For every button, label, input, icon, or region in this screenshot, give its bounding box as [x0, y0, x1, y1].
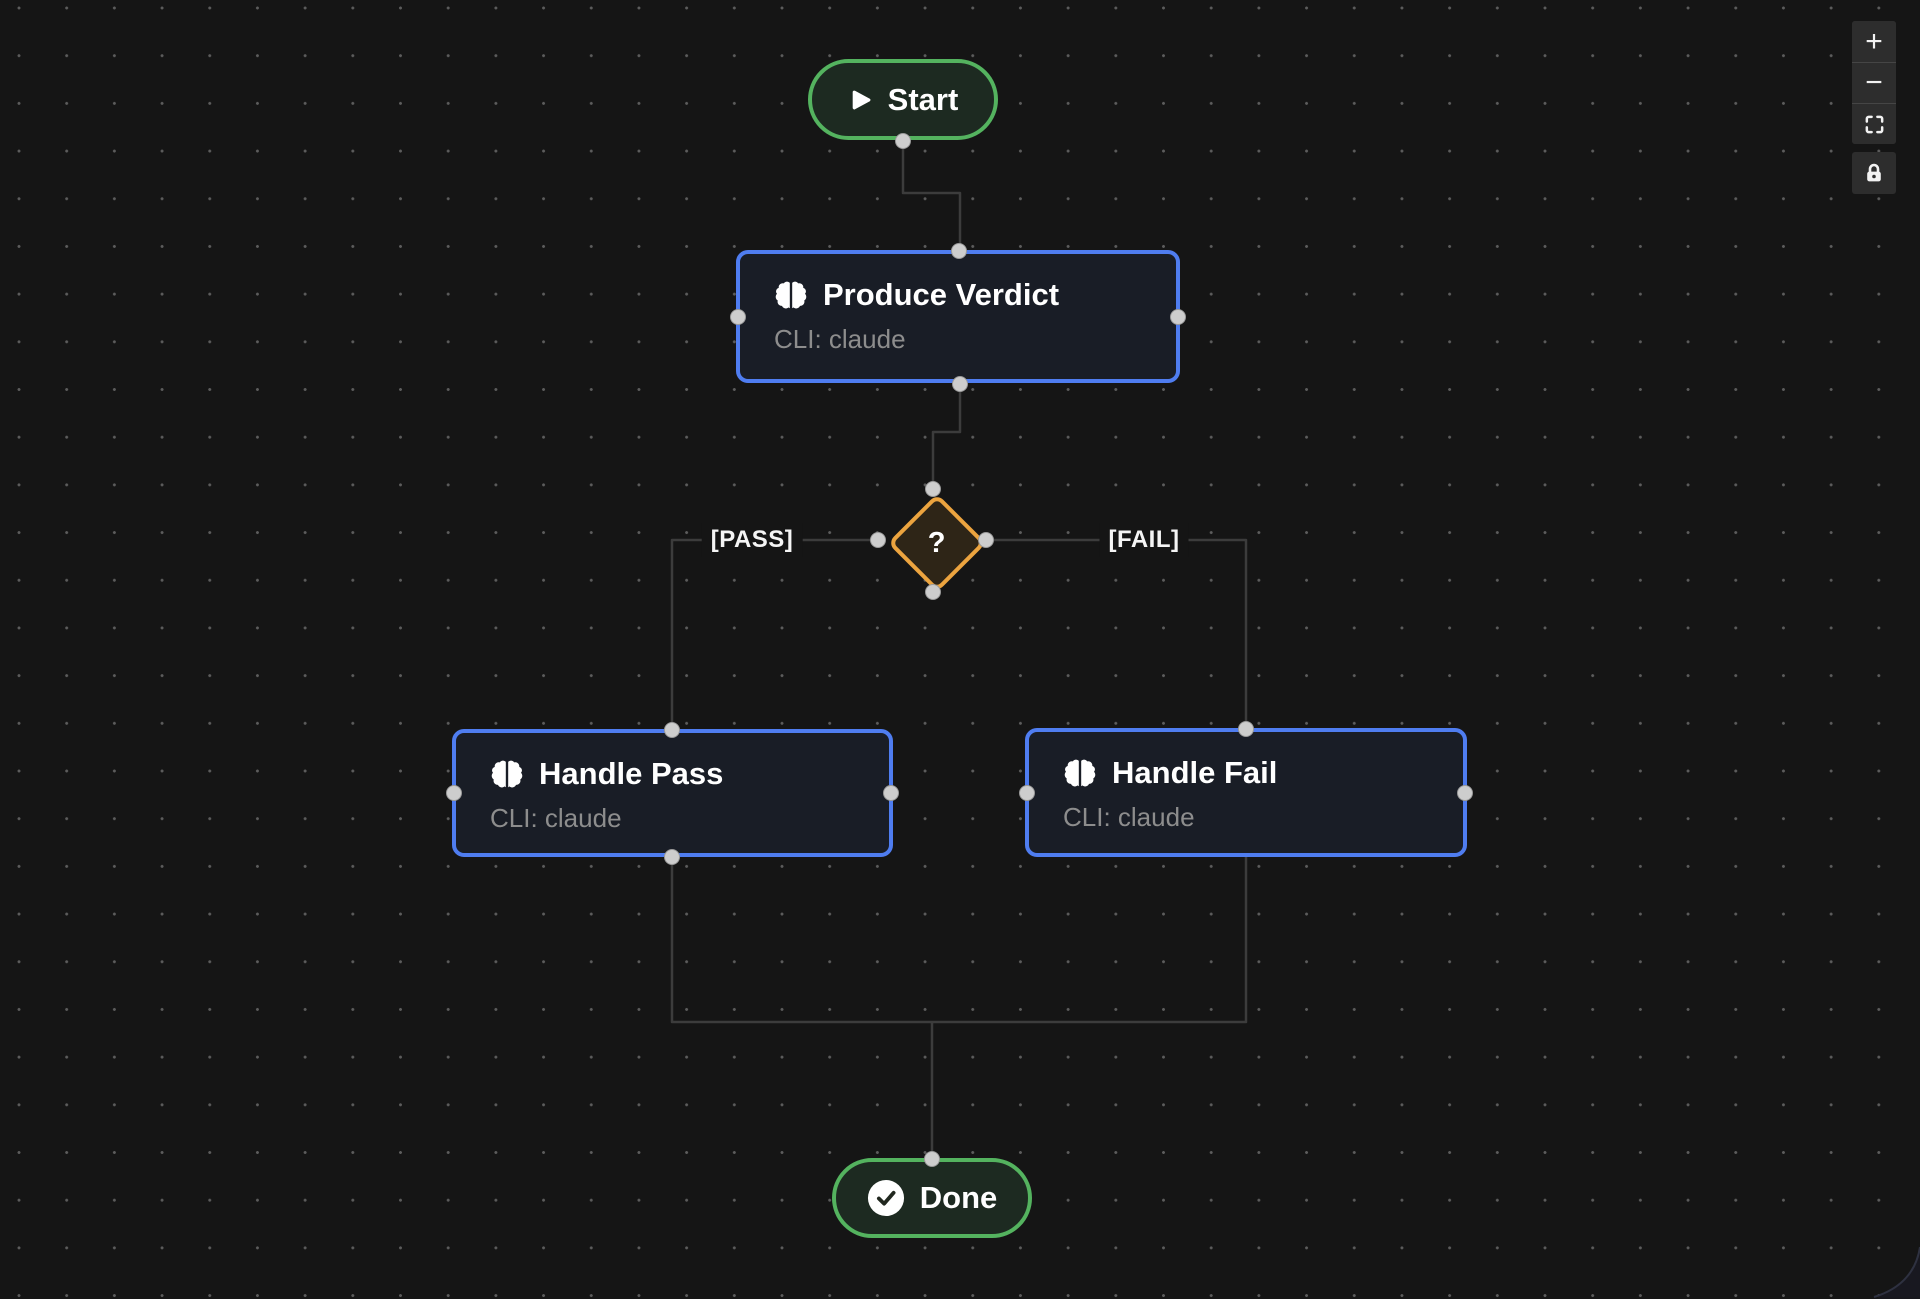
canvas-corner-decoration — [1873, 1246, 1920, 1298]
node-handle-fail-subtitle: CLI: claude — [1063, 802, 1195, 832]
brain-icon — [1063, 758, 1097, 789]
handle-produce-verdict-top[interactable] — [951, 243, 967, 259]
edge-decision-to-handle-fail[interactable] — [986, 538, 1248, 729]
handle-decision-left[interactable] — [870, 532, 886, 548]
edge-start-to-produce-verdict[interactable] — [901, 140, 962, 252]
node-start[interactable]: Start — [808, 59, 998, 140]
handle-decision-top[interactable] — [925, 481, 941, 497]
node-produce-verdict-subtitle: CLI: claude — [774, 324, 906, 354]
handle-handle-pass-top[interactable] — [664, 722, 680, 738]
handle-produce-verdict-bottom[interactable] — [952, 376, 968, 392]
node-produce-verdict-title: Produce Verdict — [823, 277, 1060, 312]
handle-done-top[interactable] — [924, 1151, 940, 1167]
edge-label-pass[interactable]: [PASS] — [701, 523, 803, 557]
node-produce-verdict[interactable]: Produce Verdict CLI: claude — [736, 250, 1180, 383]
node-handle-pass-subtitle: CLI: claude — [490, 803, 622, 833]
edge-handlers-merge[interactable] — [670, 857, 1248, 1024]
play-icon — [848, 87, 873, 113]
edge-label-fail[interactable]: [FAIL] — [1099, 523, 1189, 557]
brain-icon — [490, 759, 524, 790]
handle-produce-verdict-right[interactable] — [1170, 309, 1186, 325]
zoom-out-button[interactable]: − — [1852, 62, 1896, 103]
zoom-in-button[interactable]: + — [1852, 21, 1896, 62]
node-handle-pass[interactable]: Handle Pass CLI: claude — [452, 729, 893, 857]
node-done-label: Done — [919, 1180, 998, 1215]
minus-icon: − — [1865, 66, 1883, 99]
check-icon — [867, 1179, 905, 1217]
handle-decision-right[interactable] — [978, 532, 994, 548]
lock-button[interactable] — [1852, 152, 1896, 194]
handle-handle-pass-bottom[interactable] — [664, 849, 680, 865]
edge-produce-verdict-to-decision[interactable] — [931, 383, 962, 489]
node-decision-label: ? — [928, 526, 946, 559]
handle-produce-verdict-left[interactable] — [730, 309, 746, 325]
fit-view-icon — [1863, 113, 1886, 136]
fit-view-button[interactable] — [1852, 103, 1896, 144]
node-decision[interactable]: ? — [887, 493, 987, 593]
node-handle-fail[interactable]: Handle Fail CLI: claude — [1025, 728, 1467, 857]
brain-icon — [774, 280, 808, 311]
node-start-label: Start — [887, 81, 959, 117]
plus-icon: + — [1865, 24, 1883, 58]
node-done[interactable]: Done — [832, 1158, 1032, 1238]
node-handle-fail-title: Handle Fail — [1112, 755, 1278, 790]
handle-handle-fail-right[interactable] — [1457, 785, 1473, 801]
handle-handle-pass-right[interactable] — [883, 785, 899, 801]
zoom-controls-group: + − — [1852, 21, 1896, 144]
lock-icon — [1862, 161, 1886, 185]
canvas-controls: + − — [1852, 21, 1896, 194]
edge-decision-to-handle-pass[interactable] — [670, 538, 878, 729]
node-handle-pass-title: Handle Pass — [539, 756, 724, 791]
handle-handle-pass-left[interactable] — [446, 785, 462, 801]
handle-handle-fail-top[interactable] — [1238, 721, 1254, 737]
handle-decision-bottom[interactable] — [925, 584, 941, 600]
handle-start-bottom[interactable] — [895, 133, 911, 149]
handle-handle-fail-left[interactable] — [1019, 785, 1035, 801]
